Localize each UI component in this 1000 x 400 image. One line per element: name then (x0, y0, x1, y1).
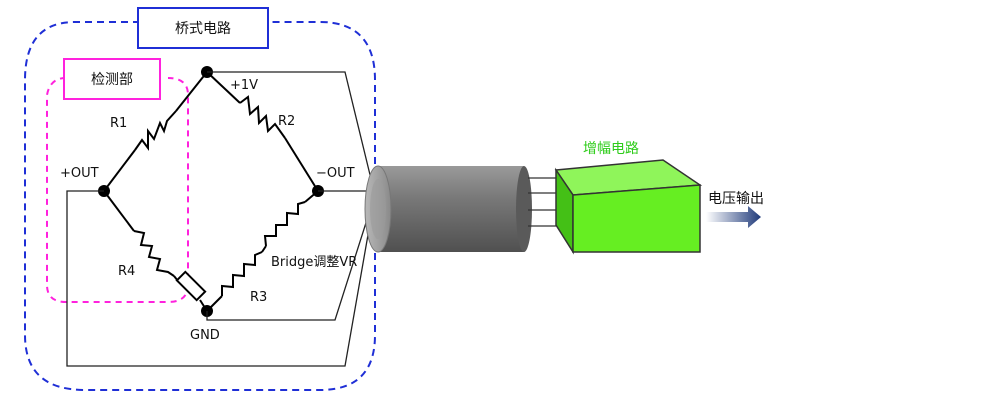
output-arrow (706, 206, 761, 228)
bridge-circuit-title-box (137, 7, 269, 49)
cable-to-amplifier-wires (528, 177, 558, 227)
gnd-trim-resistor (175, 270, 207, 302)
detection-section-boundary (46, 77, 189, 303)
r3-label: R3 (250, 290, 267, 305)
output-wires (66, 71, 373, 367)
r2-label: R2 (278, 114, 295, 129)
cable (364, 165, 532, 253)
out-minus-label: −OUT (316, 166, 355, 181)
r4-label: R4 (118, 264, 135, 279)
bridge-circuit-boundary (24, 21, 376, 391)
bridge-wires (103, 71, 319, 312)
bridge-vr-label: Bridge调整VR (271, 255, 357, 270)
ground-label: GND (190, 328, 220, 343)
detection-title: 检测部 (91, 72, 133, 88)
detection-title-box (63, 58, 161, 100)
amplifier-label: 增幅电路 (583, 141, 639, 157)
bridge-circuit-title: 桥式电路 (175, 21, 231, 37)
supply-label: +1V (230, 78, 258, 93)
r1-label: R1 (110, 116, 127, 131)
out-plus-label: +OUT (60, 166, 99, 181)
amplifier-box (554, 159, 703, 255)
output-label: 电压输出 (708, 191, 764, 207)
